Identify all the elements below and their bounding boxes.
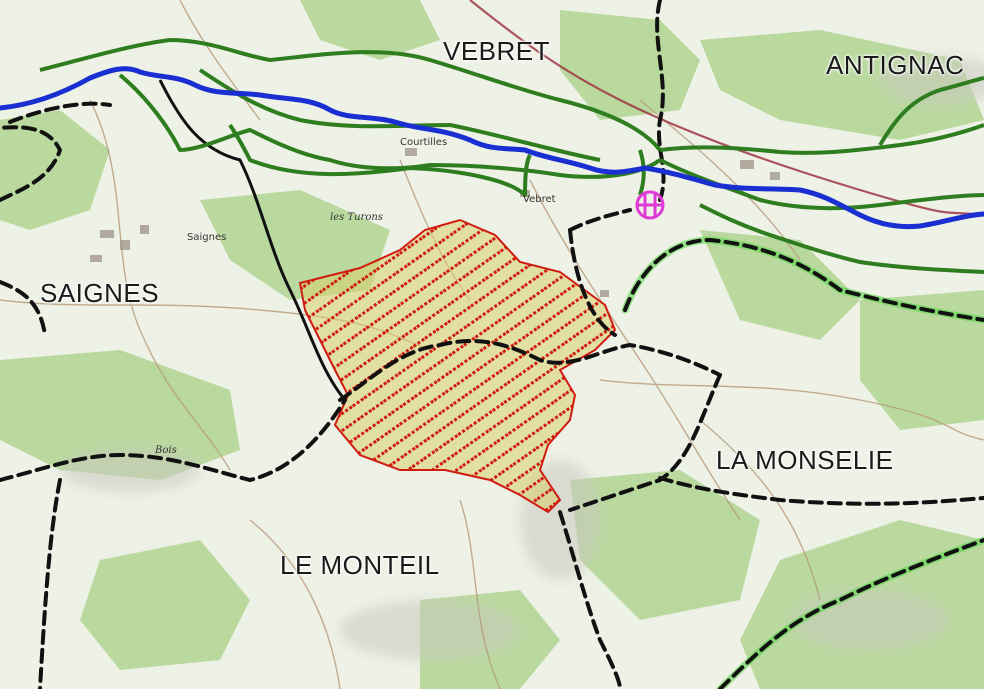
commune-label-la-monselie: LA MONSELIE [716,445,894,475]
pumping-station-icon[interactable] [635,190,665,220]
commune-label-vebret: VEBRET [443,36,551,66]
river [0,66,984,230]
railway-line [469,0,984,217]
commune-label-antignac: ANTIGNAC [826,50,965,80]
solid-boundary [158,79,347,401]
commune-label-saignes: SAIGNES [40,278,160,308]
place-label-bois: Bois [155,445,177,456]
place-label-vebret: Vebret [523,194,556,205]
place-label-les-turons: les Turons [330,212,383,223]
place-label-saignes: Saignes [187,232,227,243]
zone-boundaries [39,38,984,274]
commune-boundaries-green [621,236,984,689]
place-label-courtilles: Courtilles [400,137,448,148]
commune-label-le-monteil: LE MONTEIL [280,550,440,580]
protected-zone [298,218,617,514]
